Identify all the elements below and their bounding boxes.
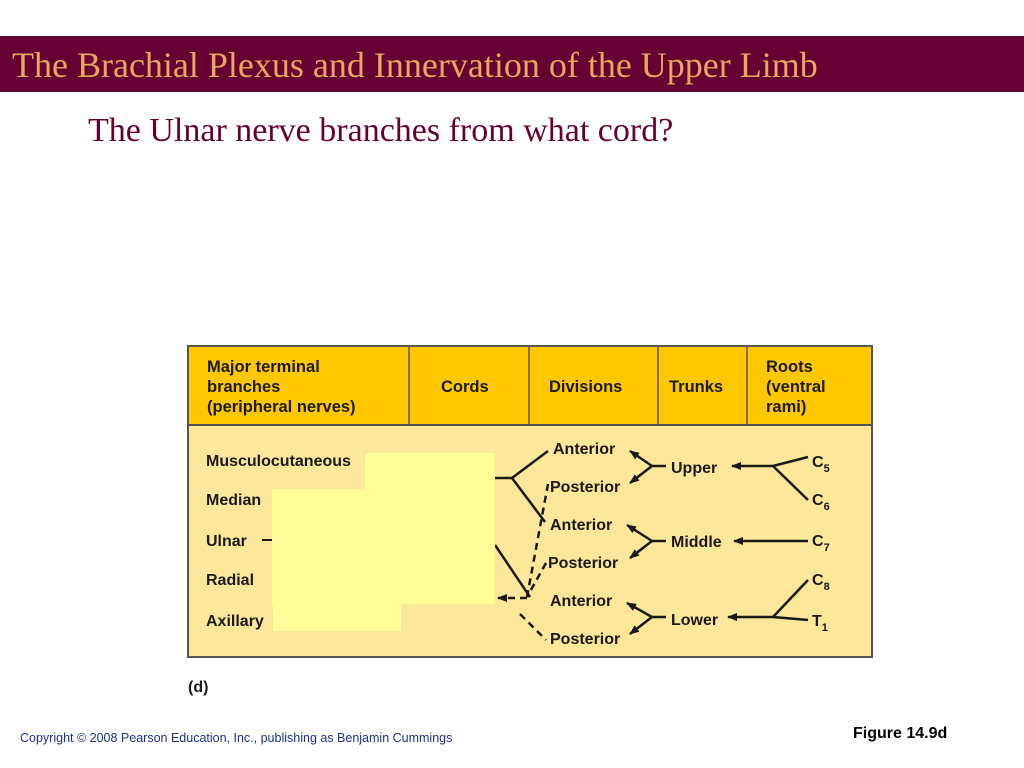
answer-cover-box	[273, 604, 401, 631]
title-bar	[0, 36, 1024, 92]
header-roots-line1: Roots	[766, 358, 813, 376]
header-trunks: Trunks	[669, 378, 723, 396]
trunk-upper: Upper	[671, 460, 717, 477]
nerve-median: Median	[206, 492, 261, 509]
header-branches-line3: (peripheral nerves)	[207, 398, 356, 416]
root-c7: C7	[812, 533, 830, 554]
figure-label: Figure 14.9d	[853, 725, 948, 742]
middle-to-posterior-arrow	[629, 540, 653, 559]
nerve-axillary: Axillary	[206, 613, 264, 630]
c5-branch	[772, 455, 809, 468]
division-anterior-middle: Anterior	[550, 517, 612, 534]
header-branches-line1: Major terminal	[207, 358, 320, 376]
c6-branch	[772, 465, 809, 501]
header-roots-line3: rami)	[766, 398, 806, 416]
header-divisions: Divisions	[549, 378, 622, 396]
division-posterior-lower: Posterior	[550, 631, 620, 648]
slide-title: The Brachial Plexus and Innervation of t…	[12, 45, 818, 85]
cord-branch-posterior-3	[519, 613, 547, 641]
table-border	[187, 345, 873, 658]
cord-branch-anterior-2	[511, 477, 546, 523]
root-c6: C6	[812, 492, 830, 513]
nerve-ulnar: Ulnar	[206, 533, 247, 550]
lower-to-anterior-arrow	[626, 601, 653, 619]
division-posterior-upper: Posterior	[550, 479, 620, 496]
c8-branch	[772, 579, 809, 618]
cord-branch-posterior-2	[525, 562, 548, 598]
upper-to-anterior-arrow	[629, 449, 653, 468]
root-t1: T1	[812, 613, 828, 634]
lower-to-posterior-arrow	[629, 616, 653, 635]
header-branches-line2: branches	[207, 378, 280, 396]
division-anterior-lower: Anterior	[550, 593, 612, 610]
middle-to-anterior-arrow	[626, 523, 653, 543]
t1-branch	[772, 615, 809, 622]
panel-label: (d)	[188, 679, 208, 696]
nerve-musculocutaneous: Musculocutaneous	[206, 453, 351, 470]
cord-branch-anterior-1	[511, 450, 549, 479]
header-cords: Cords	[441, 378, 489, 396]
copyright-text: Copyright © 2008 Pearson Education, Inc.…	[20, 731, 453, 745]
cord-branch-anterior-3	[493, 544, 532, 598]
trunk-lower: Lower	[671, 612, 718, 629]
division-anterior-upper: Anterior	[553, 441, 615, 458]
table-header-bg	[188, 346, 872, 425]
root-c8: C8	[812, 572, 830, 593]
upper-to-posterior-arrow	[629, 465, 653, 484]
trunk-middle: Middle	[671, 534, 722, 551]
header-roots-line2: (ventral	[766, 378, 826, 396]
division-posterior-middle: Posterior	[548, 555, 618, 572]
answer-cover-box	[272, 489, 495, 604]
question-text: The Ulnar nerve branches from what cord?	[88, 112, 674, 149]
root-c5: C5	[812, 454, 830, 475]
nerve-radial: Radial	[206, 572, 254, 589]
